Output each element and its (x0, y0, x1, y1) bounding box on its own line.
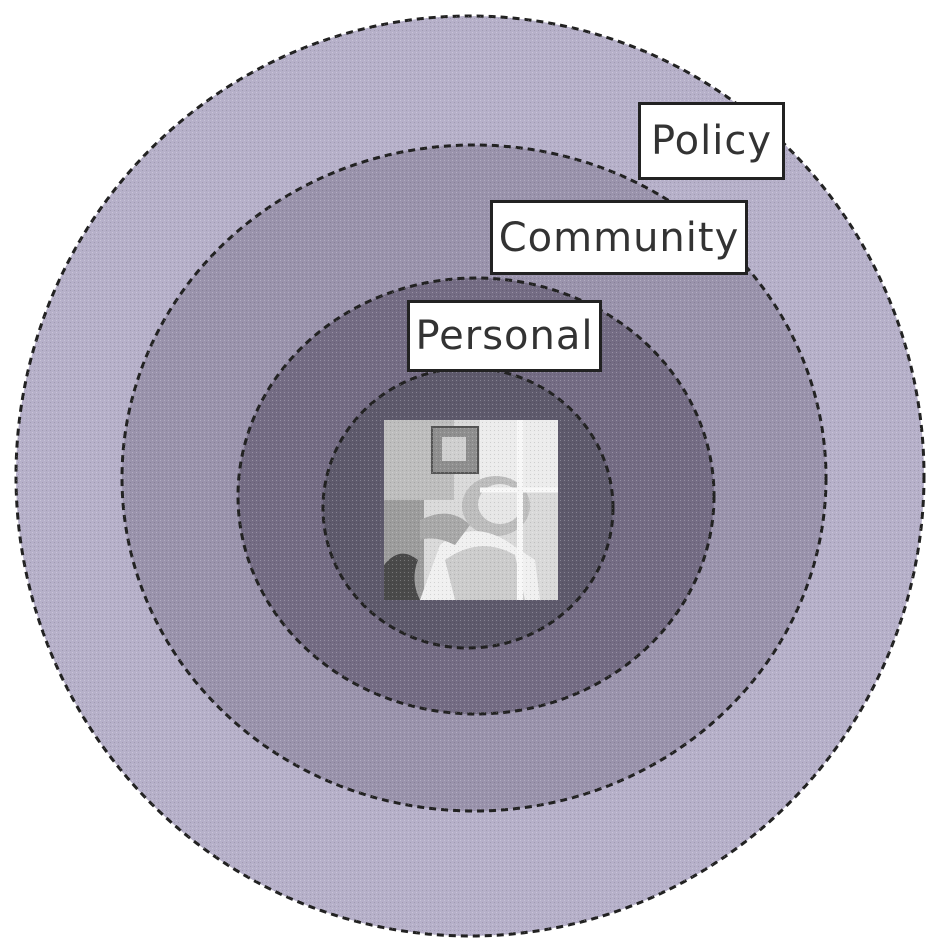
community-label-text: Community (498, 214, 740, 261)
personal-label: Personal (407, 300, 602, 372)
person-photo-icon (384, 420, 558, 600)
policy-label-text: Policy (650, 118, 773, 164)
policy-label: Policy (638, 102, 785, 180)
personal-label-text: Personal (415, 313, 594, 359)
community-label: Community (490, 200, 748, 275)
